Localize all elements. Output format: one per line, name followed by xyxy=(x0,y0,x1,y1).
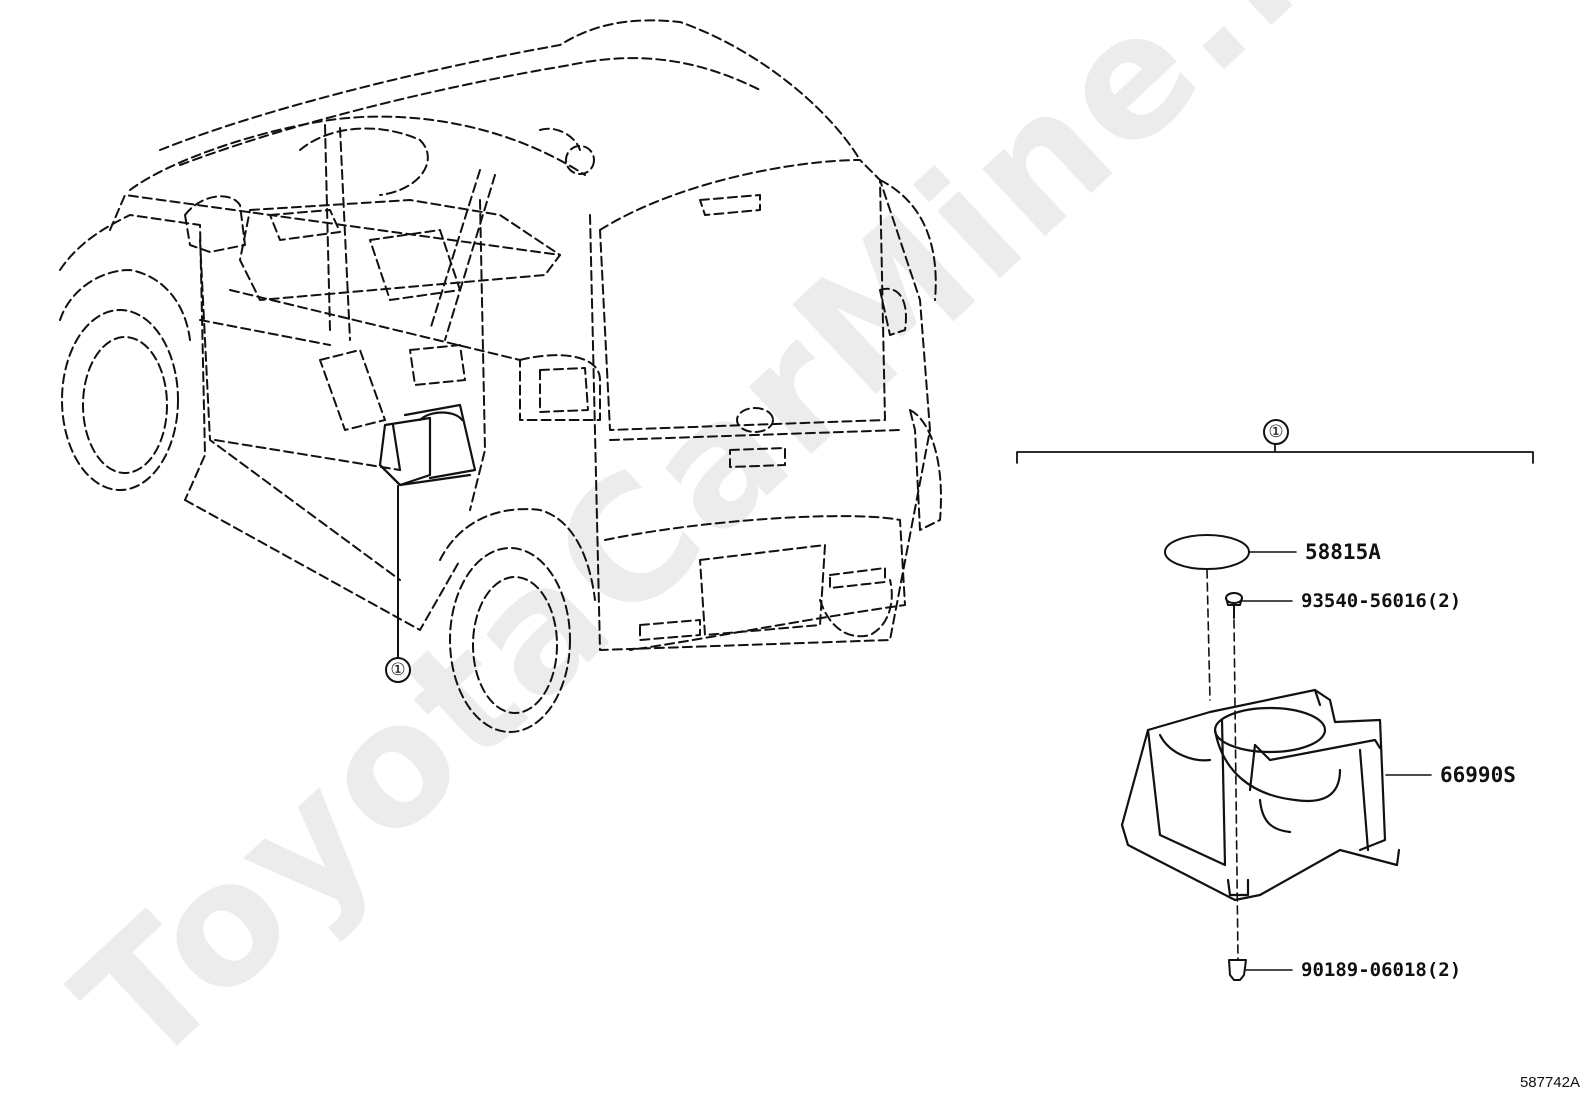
part-label-58815a[interactable]: 58815A xyxy=(1305,540,1381,564)
vehicle-body-outline xyxy=(59,19,942,733)
part-label-93540-56016[interactable]: 93540-56016(2) xyxy=(1301,590,1462,612)
clip-90189-06018 xyxy=(1228,959,1293,981)
installed-console-thumbnail xyxy=(378,403,477,487)
screw-93540-56016 xyxy=(1225,592,1293,619)
console-box-66990s xyxy=(1120,688,1432,902)
assembly-bracket xyxy=(1016,451,1534,464)
cap-58815a xyxy=(1164,534,1250,570)
callout-marker-1-vehicle: ① xyxy=(385,657,411,683)
figure-id: 587742A xyxy=(1519,1074,1580,1091)
callout-marker-1-assembly: ① xyxy=(1263,419,1289,445)
part-label-66990s[interactable]: 66990S xyxy=(1440,763,1516,787)
part-label-90189-06018[interactable]: 90189-06018(2) xyxy=(1301,959,1462,981)
